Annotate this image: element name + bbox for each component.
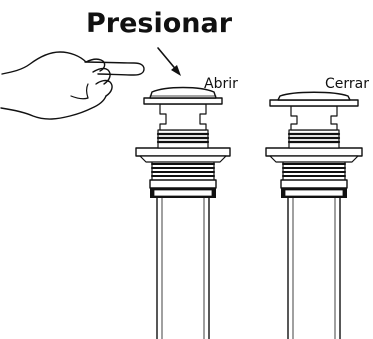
closed-state-label: Cerrar [325, 76, 369, 92]
open-state-label: Abrir [204, 76, 238, 92]
instruction-label: Presionar [86, 8, 233, 39]
open-drain [135, 86, 231, 339]
hand-icon [0, 51, 145, 120]
press-arrow [157, 47, 181, 76]
open-lower-thread [151, 163, 215, 177]
closed-drain [265, 91, 363, 339]
closed-lower-thread [282, 163, 346, 177]
